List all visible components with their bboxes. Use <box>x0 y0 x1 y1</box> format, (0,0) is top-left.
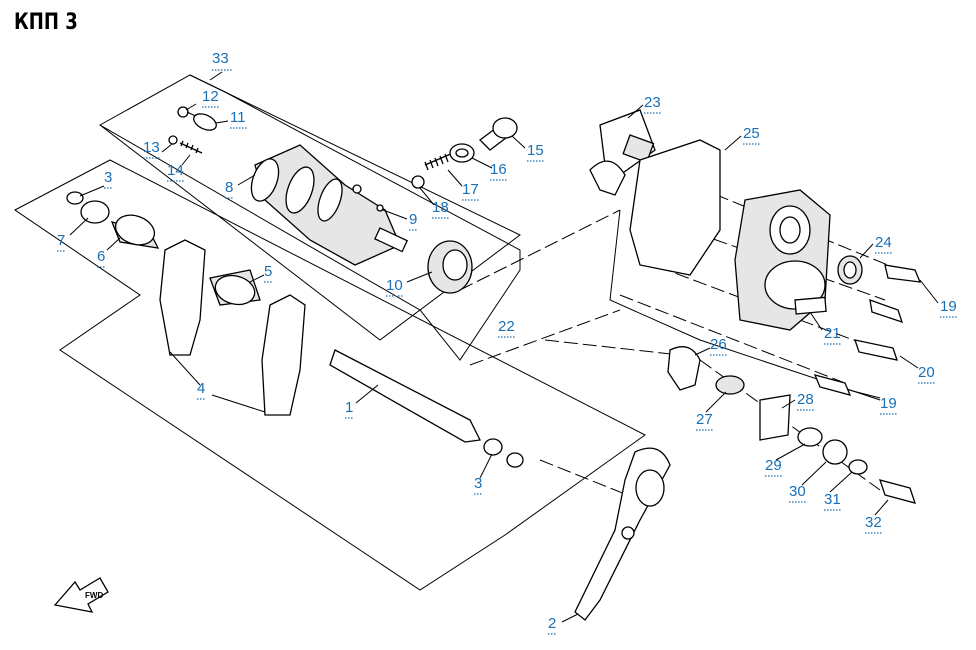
frame-22 <box>99 74 521 361</box>
shift-forks-group <box>66 191 671 621</box>
callout-10: 10 <box>386 277 403 294</box>
callout-1: 1 <box>345 399 353 416</box>
callout-12: 12 <box>202 88 219 105</box>
cover-assembly <box>589 109 922 504</box>
fwd-arrow-icon: FWD <box>53 577 109 613</box>
callout-33: 33 <box>212 50 229 67</box>
callout-13: 13 <box>143 139 160 156</box>
callout-31: 31 <box>824 491 841 508</box>
callout-7: 7 <box>57 232 65 249</box>
callout-23: 23 <box>644 94 661 111</box>
callout-21: 21 <box>824 325 841 342</box>
callout-24: 24 <box>875 234 892 251</box>
callout-32: 32 <box>865 514 882 531</box>
callout-19-top: 19 <box>940 298 957 315</box>
leader-lines <box>69 71 939 623</box>
callout-17: 17 <box>462 181 479 198</box>
callout-8: 8 <box>225 179 233 196</box>
callout-14: 14 <box>167 162 184 179</box>
callout-3-bottom: 3 <box>474 475 482 492</box>
callout-9: 9 <box>409 211 417 228</box>
callout-5: 5 <box>264 263 272 280</box>
fwd-label: FWD <box>85 591 103 600</box>
callout-6: 6 <box>97 248 105 265</box>
callout-16: 16 <box>490 161 507 178</box>
callout-22: 22 <box>498 318 515 335</box>
callouts: 33 12 11 13 14 3 8 7 6 5 4 1 3 9 10 18 1… <box>57 50 958 635</box>
frame-33 <box>98 74 521 311</box>
callout-19-bottom: 19 <box>880 395 897 412</box>
callout-27: 27 <box>696 411 713 428</box>
callout-15: 15 <box>527 142 544 159</box>
callout-25: 25 <box>743 125 760 142</box>
callout-28: 28 <box>797 391 814 408</box>
callout-2: 2 <box>548 615 556 632</box>
page-title: КПП 3 <box>14 10 78 35</box>
callout-18: 18 <box>432 199 449 216</box>
shift-drum-group <box>168 106 518 294</box>
callout-26: 26 <box>710 336 727 353</box>
callout-20: 20 <box>918 364 935 381</box>
callout-30: 30 <box>789 483 806 500</box>
callout-4: 4 <box>197 380 205 397</box>
frame-shift-forks <box>14 159 646 591</box>
callout-3-top: 3 <box>104 169 112 186</box>
callout-29: 29 <box>765 457 782 474</box>
callout-11: 11 <box>230 109 246 126</box>
